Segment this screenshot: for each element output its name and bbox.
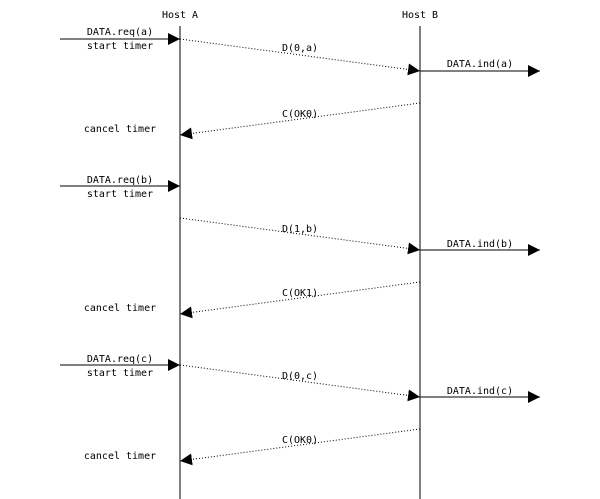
frame-label: D(0,c) — [282, 371, 318, 382]
indication-label: DATA.ind(c) — [447, 386, 513, 397]
host-b-label: Host B — [402, 10, 438, 21]
request-primitive: DATA.req(a) — [87, 27, 153, 38]
ack-action: cancel timer — [84, 451, 156, 462]
frame-label: D(1,b) — [282, 224, 318, 235]
indication-label: DATA.ind(b) — [447, 239, 513, 250]
ack-arrow — [179, 102, 421, 140]
ack-label: C(OK0) — [282, 435, 318, 446]
request-primitive: DATA.req(b) — [87, 175, 153, 186]
ack-action: cancel timer — [84, 124, 156, 135]
request-action: start timer — [87, 189, 153, 200]
host-a-label: Host A — [162, 10, 198, 21]
ack-label: C(OK1) — [282, 288, 318, 299]
request-primitive: DATA.req(c) — [87, 354, 153, 365]
frame-label: D(0,a) — [282, 43, 318, 54]
frame-arrow — [179, 217, 421, 255]
frame-arrow — [179, 364, 421, 402]
ack-label: C(OK0) — [282, 109, 318, 120]
ack-arrow — [179, 281, 421, 319]
ack-action: cancel timer — [84, 303, 156, 314]
indication-label: DATA.ind(a) — [447, 59, 513, 70]
frame-arrow — [179, 38, 421, 76]
ack-arrow — [179, 428, 421, 466]
request-action: start timer — [87, 41, 153, 52]
request-action: start timer — [87, 368, 153, 379]
